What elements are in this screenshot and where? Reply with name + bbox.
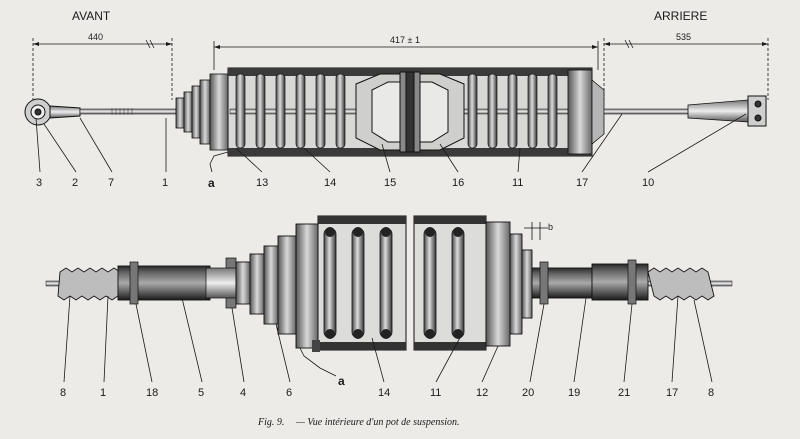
callout-top-12: 10 (642, 177, 654, 189)
callout-top-1: 3 (36, 177, 42, 189)
callout-bottom-8: 14 (378, 387, 390, 399)
bottom-right-assembly (413, 215, 733, 351)
figure-caption-text: — Vue intérieure d'un pot de suspension. (295, 417, 460, 428)
callout-top-6: 13 (256, 177, 268, 189)
callout-bottom-9: 11 (430, 387, 441, 399)
callout-bottom-2: 1 (100, 387, 106, 399)
dimension-front: 440 (88, 32, 103, 42)
right-bellows (647, 267, 715, 301)
callout-bottom-11: 20 (522, 387, 534, 399)
callout-top-10: 11 (512, 177, 523, 189)
bottom-callout-labels: 8 1 18 5 4 6 a 14 11 12 20 19 21 17 8 (60, 374, 714, 399)
callout-bottom-12: 19 (568, 387, 580, 399)
right-coils (423, 227, 465, 339)
dimension-rear: 535 (676, 32, 691, 42)
top-assembly (24, 67, 767, 157)
top-callout-labels: 3 2 7 1 a 13 14 15 16 11 17 10 (36, 176, 654, 190)
callout-top-2: 2 (72, 177, 78, 189)
right-cap-stack (485, 221, 533, 347)
bottom-leader-lines (63, 295, 713, 383)
dimension-middle: 417 ± 1 (390, 35, 420, 45)
callout-top-9: 16 (452, 177, 464, 189)
front-cone-stack (175, 73, 229, 151)
gap-label: b (548, 222, 553, 232)
callout-bottom-7: a (338, 374, 345, 388)
rear-label: ARRIERE (654, 9, 707, 23)
callout-bottom-3: 18 (146, 387, 158, 399)
callout-top-7: 14 (324, 177, 336, 189)
callout-top-8: 15 (384, 177, 396, 189)
central-coupling (355, 71, 465, 153)
rear-clevis (747, 95, 767, 127)
callout-top-3: 7 (108, 177, 114, 189)
figure-caption-number: Fig. 9. (257, 417, 284, 428)
callout-bottom-6: 6 (286, 387, 292, 399)
front-label: AVANT (72, 9, 111, 23)
callout-bottom-15: 8 (708, 387, 714, 399)
callout-top-11: 17 (576, 177, 588, 189)
left-bellows (57, 267, 121, 301)
bottom-left-assembly (45, 215, 407, 352)
callout-top-5: a (208, 176, 215, 190)
dimension-lines (32, 38, 769, 100)
callout-bottom-14: 17 (666, 387, 678, 399)
callout-bottom-5: 4 (240, 387, 246, 399)
right-sleeve (591, 263, 649, 301)
callout-bottom-4: 5 (198, 387, 204, 399)
top-coils (235, 73, 558, 149)
callout-bottom-10: 12 (476, 387, 488, 399)
rear-cap (567, 69, 605, 155)
callout-bottom-13: 21 (618, 387, 630, 399)
top-leader-lines (35, 113, 747, 173)
callout-bottom-1: 8 (60, 387, 66, 399)
left-coils (323, 227, 393, 339)
left-cone-stack (235, 223, 319, 349)
callout-top-4: 1 (162, 177, 168, 189)
front-eye-fitting (24, 98, 81, 126)
